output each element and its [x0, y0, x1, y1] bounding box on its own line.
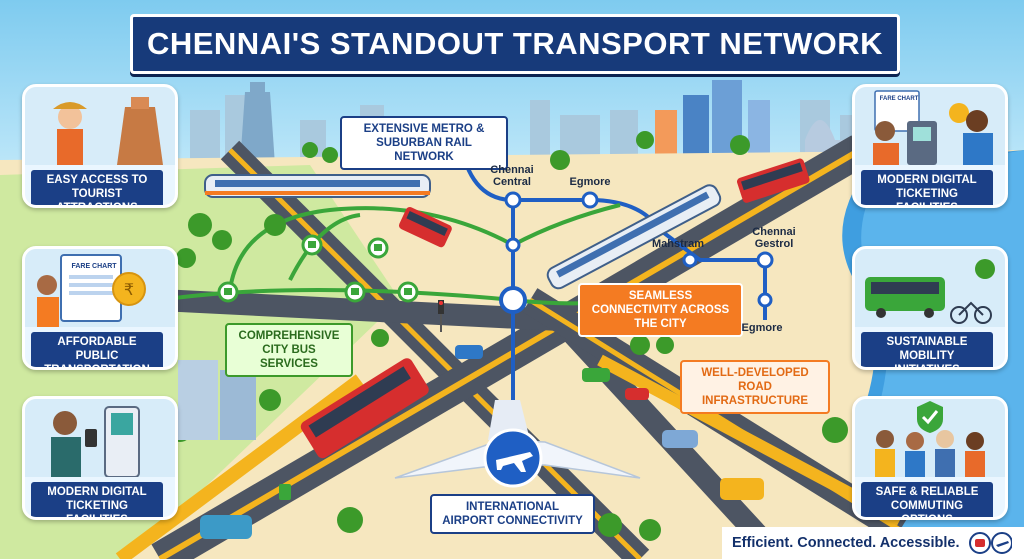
- footer-tagline-bar: Efficient. Connected. Accessible.: [722, 527, 1024, 559]
- fare-chart-icon: ₹: [25, 249, 175, 327]
- cars: [200, 345, 764, 539]
- red-bus: [399, 206, 452, 248]
- station-label-chennai-central: Chennai Central: [490, 164, 534, 188]
- callout-metro-network: EXTENSIVE METRO & SUBURBAN RAIL NETWORK: [340, 116, 508, 170]
- card-digital-ticketing-right: FARE CHART MODERN DIGITAL TICKETING FACI…: [852, 84, 1008, 208]
- card-caption: MODERN DIGITAL TICKETING FACILITIES: [31, 482, 163, 517]
- callout-road-infrastructure: WELL-DEVELOPED ROAD INFRASTRUCTURE: [680, 360, 830, 414]
- metro-train: [204, 174, 431, 198]
- card-caption: AFFORDABLE PUBLIC TRANSPORTATION: [31, 332, 163, 367]
- electric-bus-icon: [855, 249, 1005, 327]
- tourist-temple-icon: [25, 87, 175, 165]
- callout-airport-connectivity: INTERNATIONAL AIRPORT CONNECTIVITY: [430, 494, 595, 534]
- people-shield-icon: [855, 399, 1005, 477]
- trees: [168, 131, 848, 541]
- card-caption: SUSTAINABLE MOBILITY INITIATIVES: [861, 332, 993, 367]
- station-label-egmore: Egmore: [569, 176, 611, 188]
- bus-stop-pins: [217, 234, 419, 303]
- card-affordable-transport: ₹ FARE CHART AFFORDABLE PUBLIC TRANSPORT…: [22, 246, 178, 370]
- station-label-egmore-south: Egmore: [741, 322, 783, 334]
- metro-stations: [499, 191, 774, 314]
- fare-chart-label: FARE CHART: [879, 96, 919, 102]
- traffic-light-icon: [438, 300, 444, 332]
- card-safe-commuting: SAFE & RELIABLE COMMUTING OPTIONS: [852, 396, 1008, 520]
- card-sustainable-mobility: SUSTAINABLE MOBILITY INITIATIVES: [852, 246, 1008, 370]
- card-caption: MODERN DIGITAL TICKETING FACILITIES: [861, 170, 993, 205]
- ticket-kiosk-icon: [25, 399, 175, 477]
- svg-text:₹: ₹: [124, 280, 134, 299]
- road-network: [115, 135, 908, 559]
- callout-bus-services: COMPREHENSIVE CITY BUS SERVICES: [225, 323, 353, 377]
- card-caption: EASY ACCESS TO TOURIST ATTRACTIONS: [31, 170, 163, 205]
- apartment-buildings: [178, 360, 256, 440]
- bus-routes: [159, 203, 701, 306]
- footer-tagline: Efficient. Connected. Accessible.: [732, 535, 960, 551]
- ticket-kiosk-icon: [855, 87, 1005, 165]
- station-label-mahstram: Mahstram: [652, 238, 704, 250]
- card-digital-ticketing-left: MODERN DIGITAL TICKETING FACILITIES: [22, 396, 178, 520]
- card-tourist-attractions: EASY ACCESS TO TOURIST ATTRACTIONS: [22, 84, 178, 208]
- city-buildings: [655, 80, 855, 165]
- callout-seamless-connectivity: SEAMLESS CONNECTIVITY ACROSS THE CITY: [578, 283, 743, 337]
- red-bus: [300, 358, 429, 459]
- airplane-icon: [394, 400, 641, 488]
- suburban-train: [546, 184, 722, 290]
- station-label-chennai-gestrol: Chennai Gestrol: [752, 226, 796, 250]
- page-title: CHENNAI'S STANDOUT TRANSPORT NETWORK: [146, 26, 884, 61]
- red-bus: [736, 158, 810, 203]
- temple-icon: [240, 82, 275, 165]
- bus-sign-icon: [279, 484, 291, 500]
- fare-chart-label: FARE CHART: [71, 263, 117, 270]
- transport-logo-icon: [968, 532, 1012, 554]
- card-caption: SAFE & RELIABLE COMMUTING OPTIONS: [861, 482, 993, 517]
- title-banner: CHENNAI'S STANDOUT TRANSPORT NETWORK: [130, 14, 900, 74]
